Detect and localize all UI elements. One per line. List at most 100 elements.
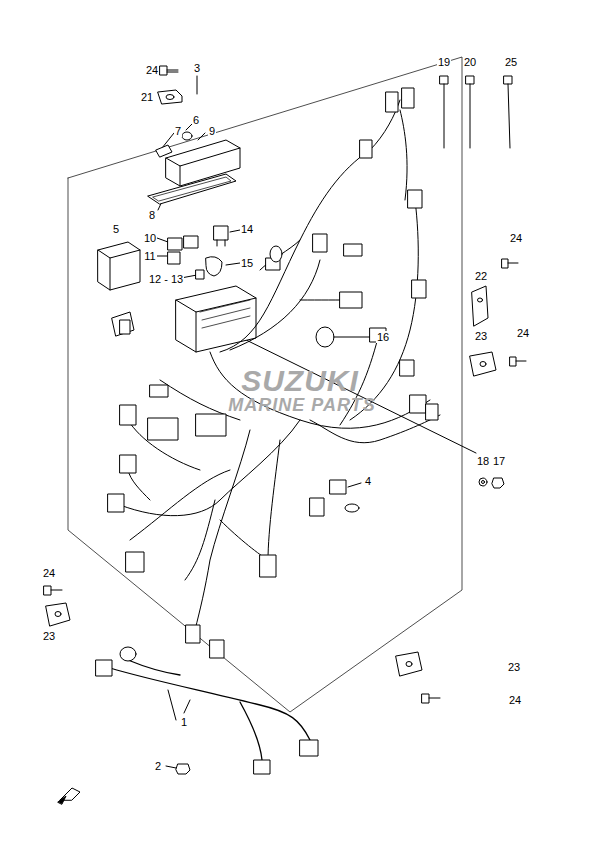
callout-number: 19 [437, 56, 451, 68]
main-harness-wires-part [185, 500, 215, 580]
relays-fuses-part [217, 240, 218, 246]
brackets-right-part [492, 478, 504, 488]
sub-harness-part [254, 760, 270, 774]
callout-number: 21 [140, 91, 154, 103]
leader-lines-part [335, 337, 370, 338]
bolt-bracket-top-part [166, 95, 174, 100]
watermark: MARINE PARTS [228, 395, 375, 416]
bolt-bracket-top-part [167, 72, 178, 73]
callout-number: 24 [145, 64, 159, 76]
leader-lines-part [226, 263, 240, 265]
relays-fuses-part [98, 250, 140, 290]
connectors [108, 88, 438, 658]
relays-fuses-part [225, 240, 226, 246]
leader-lines-part [157, 256, 167, 257]
relays-fuses-part [98, 242, 140, 290]
callout-number: 22 [474, 270, 488, 282]
fuse-block-part [176, 286, 256, 352]
bolt-bracket-top-part [160, 66, 167, 75]
brackets-right-part [479, 478, 487, 486]
connectors-part [386, 92, 398, 112]
callout-number: 23 [507, 661, 521, 673]
brackets-bottom-part [55, 612, 61, 617]
callout-number: 3 [193, 62, 201, 74]
connectors-part [400, 360, 414, 376]
main-harness-wires-part [128, 470, 150, 500]
connectors-part [196, 414, 226, 436]
fuse-block-part [112, 312, 134, 336]
relays-fuses-part [206, 257, 222, 276]
connectors-part [330, 480, 346, 494]
cable-ties-part [466, 76, 474, 84]
bolt-bracket-top [158, 66, 182, 104]
bolt-bracket-top-part [158, 90, 182, 104]
connectors-part [310, 498, 324, 516]
relay-cover-part [153, 177, 231, 201]
brackets-bottom-part [46, 603, 70, 626]
callout-number: 2 [154, 760, 162, 772]
connectors-part [150, 385, 168, 397]
sub-harness-part [300, 740, 318, 756]
relays-fuses-part [168, 238, 182, 250]
leader-lines-part [348, 483, 361, 487]
main-harness-wires-part [220, 150, 370, 352]
brackets-right-part [510, 357, 516, 366]
cable-ties-part [470, 84, 471, 148]
callout-number: 10 [143, 232, 157, 244]
brackets-right-part [470, 352, 496, 376]
callout-number: 7 [174, 125, 182, 137]
fuse-block [112, 286, 256, 352]
connectors-part [270, 246, 282, 262]
main-harness-wires-part [130, 470, 230, 540]
relay-cover-part [148, 174, 236, 204]
callout-number: 23 [474, 330, 488, 342]
callout-number: 1 [180, 716, 188, 728]
connectors-part [210, 640, 224, 658]
leader-lines-part [157, 238, 168, 242]
callout-number: 12 - 13 [148, 273, 184, 285]
brackets-right-part [482, 481, 485, 484]
leader-lines-part [230, 230, 240, 232]
main-harness-wires-part [195, 430, 250, 630]
connectors-part [313, 234, 327, 252]
sub-harness-part [96, 660, 112, 676]
connectors-part [120, 320, 130, 334]
sub-harness-part [176, 764, 190, 774]
connectors-part [120, 455, 136, 473]
brackets-right-part [478, 298, 483, 302]
callout-number: 24 [509, 232, 523, 244]
cable-ties-part [444, 84, 445, 148]
callout-number: 16 [376, 331, 390, 343]
cable-ties [440, 76, 512, 148]
relays-fuses-part [184, 236, 198, 248]
connectors-part [316, 327, 334, 347]
sub-harness-part [240, 702, 262, 760]
brackets-bottom-part [406, 662, 412, 667]
callout-number: 14 [240, 223, 254, 235]
brackets-right-part [472, 286, 488, 326]
callout-number: 25 [504, 56, 518, 68]
connectors-part [410, 395, 426, 413]
relay-cover [148, 132, 240, 204]
main-harness-wires-part [268, 440, 280, 560]
fuse-block-part [200, 300, 250, 328]
callout-number: 24 [42, 567, 56, 579]
callout-number: 11 [143, 250, 156, 262]
direction-arrow [58, 788, 80, 804]
main-harness-wires-part [260, 240, 300, 270]
leader-lines-part [197, 76, 198, 94]
assembly-outline-part [68, 57, 462, 712]
connectors-part [345, 504, 359, 512]
connectors-part [426, 404, 438, 420]
callout-number: 23 [42, 630, 56, 642]
relay-cover-part [156, 145, 172, 157]
connectors-part [108, 494, 124, 512]
connectors-part [148, 418, 178, 440]
brackets-bottom-part [429, 698, 440, 699]
relays-fuses-part [214, 226, 228, 240]
leader-lines-part [184, 700, 190, 713]
connectors-part [186, 625, 200, 643]
relays-fuses-part [168, 252, 180, 264]
callout-number: 15 [240, 257, 254, 269]
